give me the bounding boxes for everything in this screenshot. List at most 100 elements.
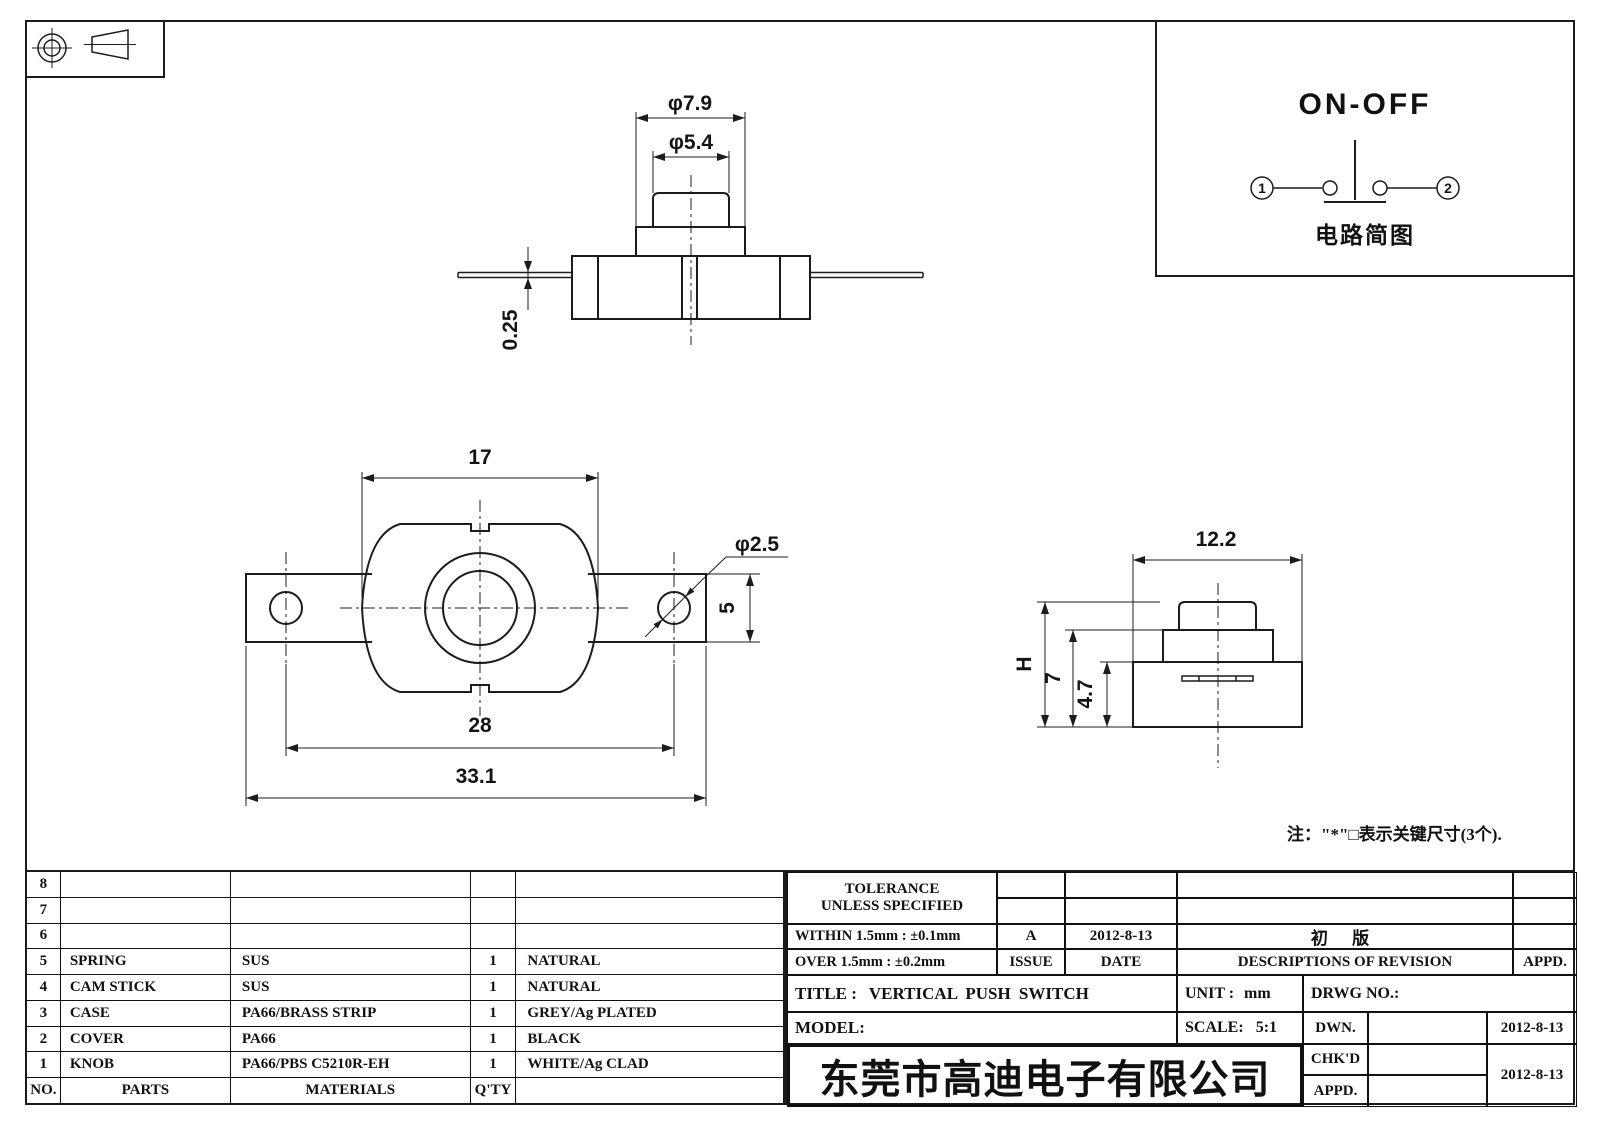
title-value: VERTICAL PUSH SWITCH [868,983,1089,1003]
part-qty: 1 [469,1000,516,1026]
tolerance-line2: UNLESS SPECIFIED [820,898,964,914]
part-no: 1 [39,1056,48,1073]
part-no: 7 [39,901,48,918]
table-row: 8 [27,872,783,897]
header-parts: PARTS [59,1078,230,1104]
part-material: PA66/BRASS STRIP [229,1000,470,1026]
part-finish: WHITE/Ag CLAD [515,1052,783,1078]
circuit-caption: 电路简图 [1315,222,1415,248]
scale-cell: SCALE: 5:1 [1177,1012,1303,1044]
side-view-drawing: 12.2 H 7 4.7 [1013,528,1303,768]
terminal-1-label: 1 [1258,180,1266,196]
dwn-date: 2012-8-13 [1487,1012,1577,1044]
part-material [229,872,470,897]
part-finish: GREY/Ag PLATED [515,1000,783,1026]
table-row: 1 KNOB PA66/PBS C5210R-EH 1 WHITE/Ag CLA… [27,1051,783,1078]
rev-issue-value: A [997,924,1065,949]
part-material: PA66/PBS C5210R-EH [229,1052,470,1078]
unit-value: mm [1244,984,1271,1002]
part-qty: 1 [469,1052,516,1078]
part-no: 2 [39,1030,48,1047]
part-qty: 1 [469,975,516,1000]
parts-table: 8 7 6 5 SPRING SUS 1 NATURAL [25,870,785,1105]
front-view-drawing: φ7.9 φ5.4 0.25 [457,92,924,350]
terminal-2-label: 2 [1444,180,1452,196]
dim-terminal-width-5: 5 [716,602,739,614]
part-name: CAM STICK [59,975,230,1000]
tolerance-over: OVER 1.5mm : ±0.2mm [787,949,997,975]
header-qty: Q'TY [469,1078,516,1104]
rev-empty-cell [1513,872,1577,898]
dim-height-4-7: 4.7 [1074,679,1097,708]
table-row: 6 [27,922,783,949]
dim-dia-7-9: φ7.9 [668,92,712,115]
tolerance-within: WITHIN 1.5mm : ±0.1mm [787,924,997,949]
rev-description-value: 初 版 [1177,924,1513,949]
title-block: TOLERANCE UNLESS SPECIFIED WITHIN 1.5mm … [785,870,1577,1107]
model-cell: MODEL: [787,1012,1177,1044]
rev-empty-cell [997,898,1065,924]
part-name: COVER [59,1026,230,1052]
circuit-diagram: 1 2 [1250,140,1460,203]
header-finish [515,1078,783,1104]
part-finish [515,872,783,897]
part-qty [469,897,516,923]
part-no: 6 [39,927,48,944]
rev-empty-cell [1065,898,1177,924]
dim-hole-dia-2-5: φ2.5 [735,533,780,556]
plan-view-drawing: 17 φ2.5 5 28 33 [245,446,788,806]
header-materials: MATERIALS [229,1078,470,1104]
part-name [59,923,230,949]
appd-sign-cell [1368,1075,1487,1107]
drwg-no-cell: DRWG NO.: [1303,975,1577,1012]
part-name: SPRING [59,949,230,975]
dim-dia-5-4: φ5.4 [669,131,714,154]
dim-body-width-17: 17 [468,446,491,469]
tolerance-line1: TOLERANCE [844,881,940,897]
table-row: 2 COVER PA66 1 BLACK [27,1025,783,1052]
third-angle-projection-icon [32,28,72,68]
unit-cell: UNIT : mm [1177,975,1303,1012]
title-row: TITLE : VERTICAL PUSH SWITCH [787,975,1177,1012]
part-material: PA66 [229,1026,470,1052]
part-qty [469,923,516,949]
rev-empty-cell [1177,898,1513,924]
part-finish [515,923,783,949]
part-no: 3 [39,1004,48,1021]
dim-side-width-12-2: 12.2 [1196,528,1237,551]
rev-empty-cell [1065,872,1177,898]
circuit-box [1155,20,1575,277]
part-finish [515,897,783,923]
appd-sign-label: APPD. [1303,1075,1368,1107]
chkd-label: CHK'D [1303,1044,1368,1075]
part-material [229,897,470,923]
part-material [229,923,470,949]
part-name: CASE [59,1000,230,1026]
part-no: 5 [39,953,48,970]
descriptions-label: DESCRIPTIONS OF REVISION [1177,949,1513,975]
part-finish: NATURAL [515,975,783,1000]
part-name [59,872,230,897]
scale-value: 5:1 [1255,1019,1278,1036]
part-name: KNOB [59,1052,230,1078]
part-qty [469,872,516,897]
table-row: 5 SPRING SUS 1 NATURAL [27,948,783,975]
issue-label: ISSUE [997,949,1065,975]
scale-label: SCALE: [1185,1019,1244,1036]
dim-total-height-h: H [1013,656,1036,671]
chk-date: 2012-8-13 [1487,1044,1577,1107]
part-qty: 1 [469,949,516,975]
part-no: 8 [39,875,48,892]
rev-appd-value [1513,924,1577,949]
table-row: 7 [27,896,783,923]
dwn-sign-cell [1368,1012,1487,1044]
part-material: SUS [229,949,470,975]
part-qty: 1 [469,1026,516,1052]
header-no: NO. [30,1082,57,1099]
part-material: SUS [229,975,470,1000]
projection-symbol-box [25,20,165,78]
dim-hole-pitch-28: 28 [468,714,492,737]
dim-terminal-thickness: 0.25 [499,309,522,350]
rev-empty-cell [1513,898,1577,924]
